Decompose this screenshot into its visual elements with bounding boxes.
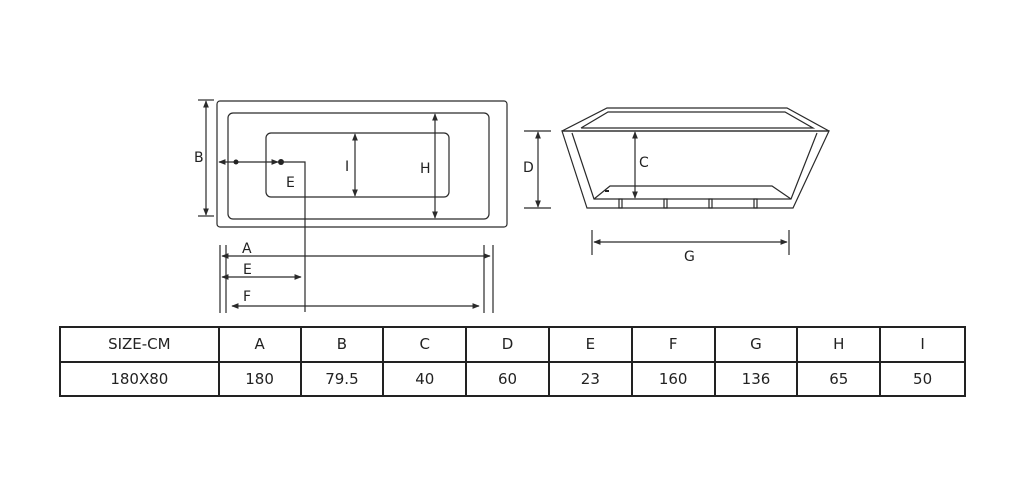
- table-cell: 79.5: [299, 360, 385, 397]
- label-g: G: [684, 249, 695, 265]
- table-cell: 50: [879, 360, 966, 397]
- top-view: B E I H A E F: [194, 99, 508, 313]
- label-e: E: [243, 262, 252, 278]
- table-header: A: [217, 326, 302, 363]
- table-header: B: [299, 326, 385, 363]
- table-header: D: [465, 326, 550, 363]
- table-cell: 40: [382, 360, 468, 397]
- label-f: F: [243, 289, 251, 305]
- table-header: G: [713, 326, 799, 363]
- table-header: F: [630, 326, 716, 363]
- tub-floor: [593, 185, 792, 200]
- table-cell: 136: [713, 360, 799, 397]
- outer-rim: [216, 100, 508, 228]
- label-d: D: [523, 160, 534, 176]
- table-cell: 60: [465, 360, 550, 397]
- label-e-point: E: [286, 175, 295, 191]
- table-cell: 23: [547, 360, 633, 397]
- dimension-table: SIZE-CM A B C D E F G H I 180X80 180 79.…: [59, 326, 966, 397]
- basin-floor: [265, 132, 450, 198]
- label-h: H: [420, 161, 431, 177]
- table-header: C: [382, 326, 468, 363]
- table-row: 180X80 180 79.5 40 60 23 160 136 65 50: [59, 360, 966, 397]
- label-b: B: [194, 150, 204, 166]
- table-header: H: [796, 326, 882, 363]
- tub-feet: [618, 198, 758, 209]
- table-cell: 160: [630, 360, 716, 397]
- table-cell: 65: [796, 360, 882, 397]
- table-header-row: SIZE-CM A B C D E F G H I: [59, 326, 966, 363]
- inner-rim: [227, 112, 490, 220]
- overflow-point: [233, 159, 239, 165]
- tub-body: [561, 130, 830, 209]
- label-i: I: [345, 159, 349, 175]
- side-view: C D G: [523, 107, 830, 265]
- drain-leader: [281, 161, 306, 312]
- table-cell: 180X80: [59, 360, 220, 397]
- table-header: E: [547, 326, 633, 363]
- table-cell: 180: [217, 360, 302, 397]
- label-a: A: [242, 241, 252, 257]
- label-c: C: [639, 155, 649, 171]
- table-header: I: [879, 326, 966, 363]
- table-header: SIZE-CM: [59, 326, 220, 363]
